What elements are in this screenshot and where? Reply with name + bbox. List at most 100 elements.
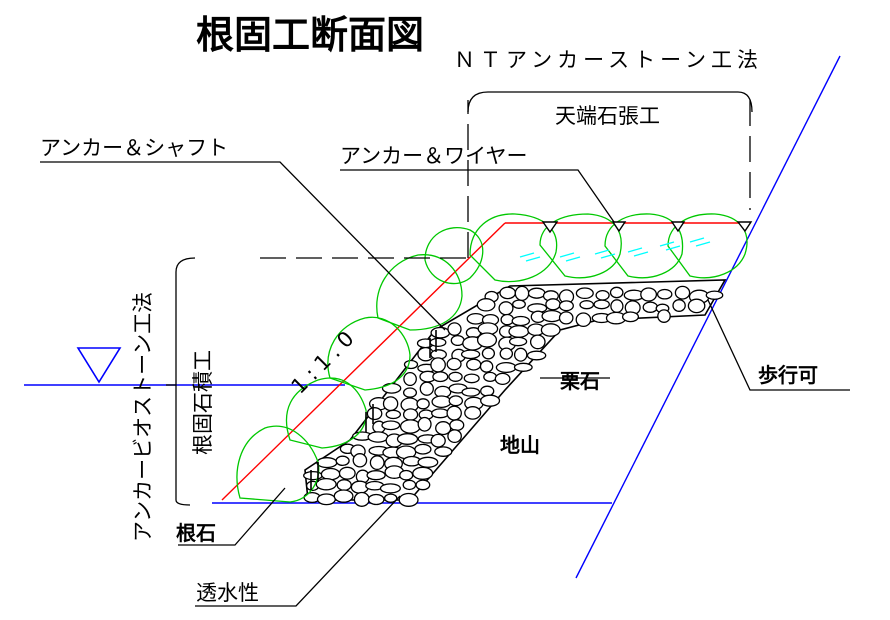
gravel-label: 栗石 [560, 369, 600, 393]
stone [480, 385, 495, 397]
stone [338, 466, 356, 480]
stone [381, 382, 402, 394]
stone [402, 387, 418, 398]
facing-slope-line [221, 222, 506, 501]
stone [499, 286, 517, 300]
stone [705, 290, 724, 300]
stone [429, 337, 447, 348]
stone [609, 286, 624, 299]
stone [449, 419, 465, 432]
stone [466, 358, 482, 371]
stone [500, 313, 515, 326]
stone [353, 491, 370, 507]
stone [446, 357, 462, 371]
stone [513, 347, 528, 362]
stone [498, 301, 514, 316]
stone [545, 298, 561, 311]
stone [335, 455, 350, 467]
stone [464, 406, 482, 420]
stone-fill [303, 279, 727, 507]
stone [417, 416, 432, 432]
stone [416, 398, 430, 410]
left-brace [175, 257, 196, 506]
crest-anchors [541, 221, 753, 234]
stone [558, 311, 574, 325]
top-works-label: 天端石張工 [555, 104, 660, 128]
stone [367, 431, 389, 443]
stone [369, 455, 385, 471]
stone [448, 395, 464, 407]
stone [403, 359, 419, 370]
stone [610, 299, 624, 314]
vertical-method-label: アンカービオストーン工法 [131, 292, 155, 542]
stone [687, 298, 706, 314]
stone [430, 433, 446, 448]
slope-ratio-label: 1:1.0 [287, 322, 363, 398]
stone [430, 326, 451, 339]
anchor-wire-label: アンカー＆ワイヤー [340, 144, 528, 168]
stone [336, 479, 352, 491]
stone [402, 408, 419, 421]
stone [447, 429, 462, 444]
stone [415, 479, 431, 491]
stone [385, 409, 402, 420]
stone [476, 332, 498, 348]
stone [540, 323, 561, 337]
stone [367, 493, 385, 506]
stone [480, 394, 501, 407]
stone [526, 350, 547, 361]
method-name-label: ＮＴアンカーストーン工法 [454, 48, 763, 72]
stone [417, 456, 439, 468]
stone [575, 312, 592, 328]
stone [674, 285, 691, 300]
stone [382, 396, 399, 412]
stone [511, 315, 531, 327]
stone [558, 300, 574, 312]
stone [414, 443, 432, 455]
stone [479, 360, 494, 373]
stone [483, 371, 498, 383]
stone [621, 311, 640, 323]
stone [315, 477, 337, 491]
stone [352, 453, 368, 468]
stone [379, 483, 401, 494]
top-brace [467, 91, 753, 113]
ground-label: 地山 [500, 433, 540, 457]
stone [514, 285, 530, 302]
stone [383, 493, 398, 503]
diagram-title: 根固工断面図 [196, 13, 424, 57]
stone [381, 420, 401, 431]
stone [447, 322, 462, 336]
stone [396, 433, 419, 445]
stone [446, 405, 462, 421]
stone [431, 408, 450, 419]
stone [316, 493, 336, 506]
stone [333, 489, 354, 503]
stone [412, 466, 434, 480]
stone [466, 312, 486, 325]
stone [320, 467, 341, 481]
foot-masonry-label: 根固石積工 [191, 350, 215, 455]
stone [508, 336, 528, 347]
stone [461, 387, 481, 397]
permeability-label: 透水性 [196, 581, 259, 605]
anchor-shaft-label: アンカー＆シャフト [40, 136, 228, 160]
stone [657, 309, 671, 323]
stone [403, 371, 417, 387]
stone [399, 419, 421, 434]
stone [513, 362, 533, 372]
stone [460, 349, 481, 360]
leader-lines [40, 161, 850, 607]
stone [593, 299, 610, 310]
stone [579, 300, 595, 310]
wire-segments [519, 237, 711, 262]
stone [402, 479, 417, 491]
stone [448, 371, 463, 382]
stone [672, 299, 686, 312]
stone [642, 301, 659, 313]
stone [366, 470, 386, 481]
stone [575, 287, 594, 300]
stone [431, 395, 452, 409]
stone [495, 361, 517, 374]
